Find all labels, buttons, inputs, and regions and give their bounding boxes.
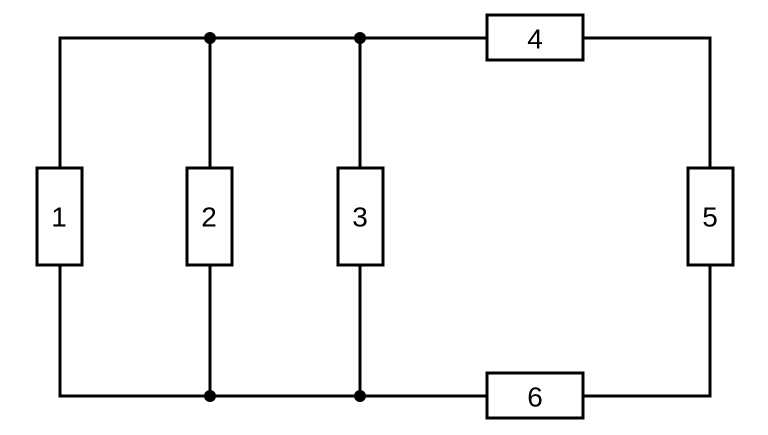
resistor-5-label: 5: [702, 202, 718, 233]
resistor-4: 4: [485, 13, 585, 62]
resistor-5-body: [686, 166, 735, 267]
resistor-1-label: 1: [51, 202, 67, 233]
resistor-2-label: 2: [201, 202, 217, 233]
resistor-6: 6: [485, 371, 585, 420]
resistor-3-body: [336, 166, 385, 267]
junctions: [204, 32, 366, 402]
resistor-2-body: [185, 166, 234, 267]
resistor-5: 5: [686, 166, 735, 267]
wires: [58, 36, 712, 398]
resistor-6-body: [485, 371, 585, 420]
resistor-3: 3: [336, 166, 385, 267]
resistor-4-label: 4: [527, 24, 543, 55]
junction-top-2: [204, 32, 216, 44]
resistor-3-label: 3: [352, 202, 368, 233]
top-wire-right: [581, 36, 712, 170]
junction-bottom-2: [204, 390, 216, 402]
bottom-wire-right: [581, 263, 712, 398]
resistor-2: 2: [185, 166, 234, 267]
junction-top-3: [354, 32, 366, 44]
resistor-6-label: 6: [527, 382, 543, 413]
resistor-1: 1: [35, 166, 84, 267]
resistor-1-body: [35, 166, 84, 267]
junction-bottom-3: [354, 390, 366, 402]
resistor-4-body: [485, 13, 585, 62]
